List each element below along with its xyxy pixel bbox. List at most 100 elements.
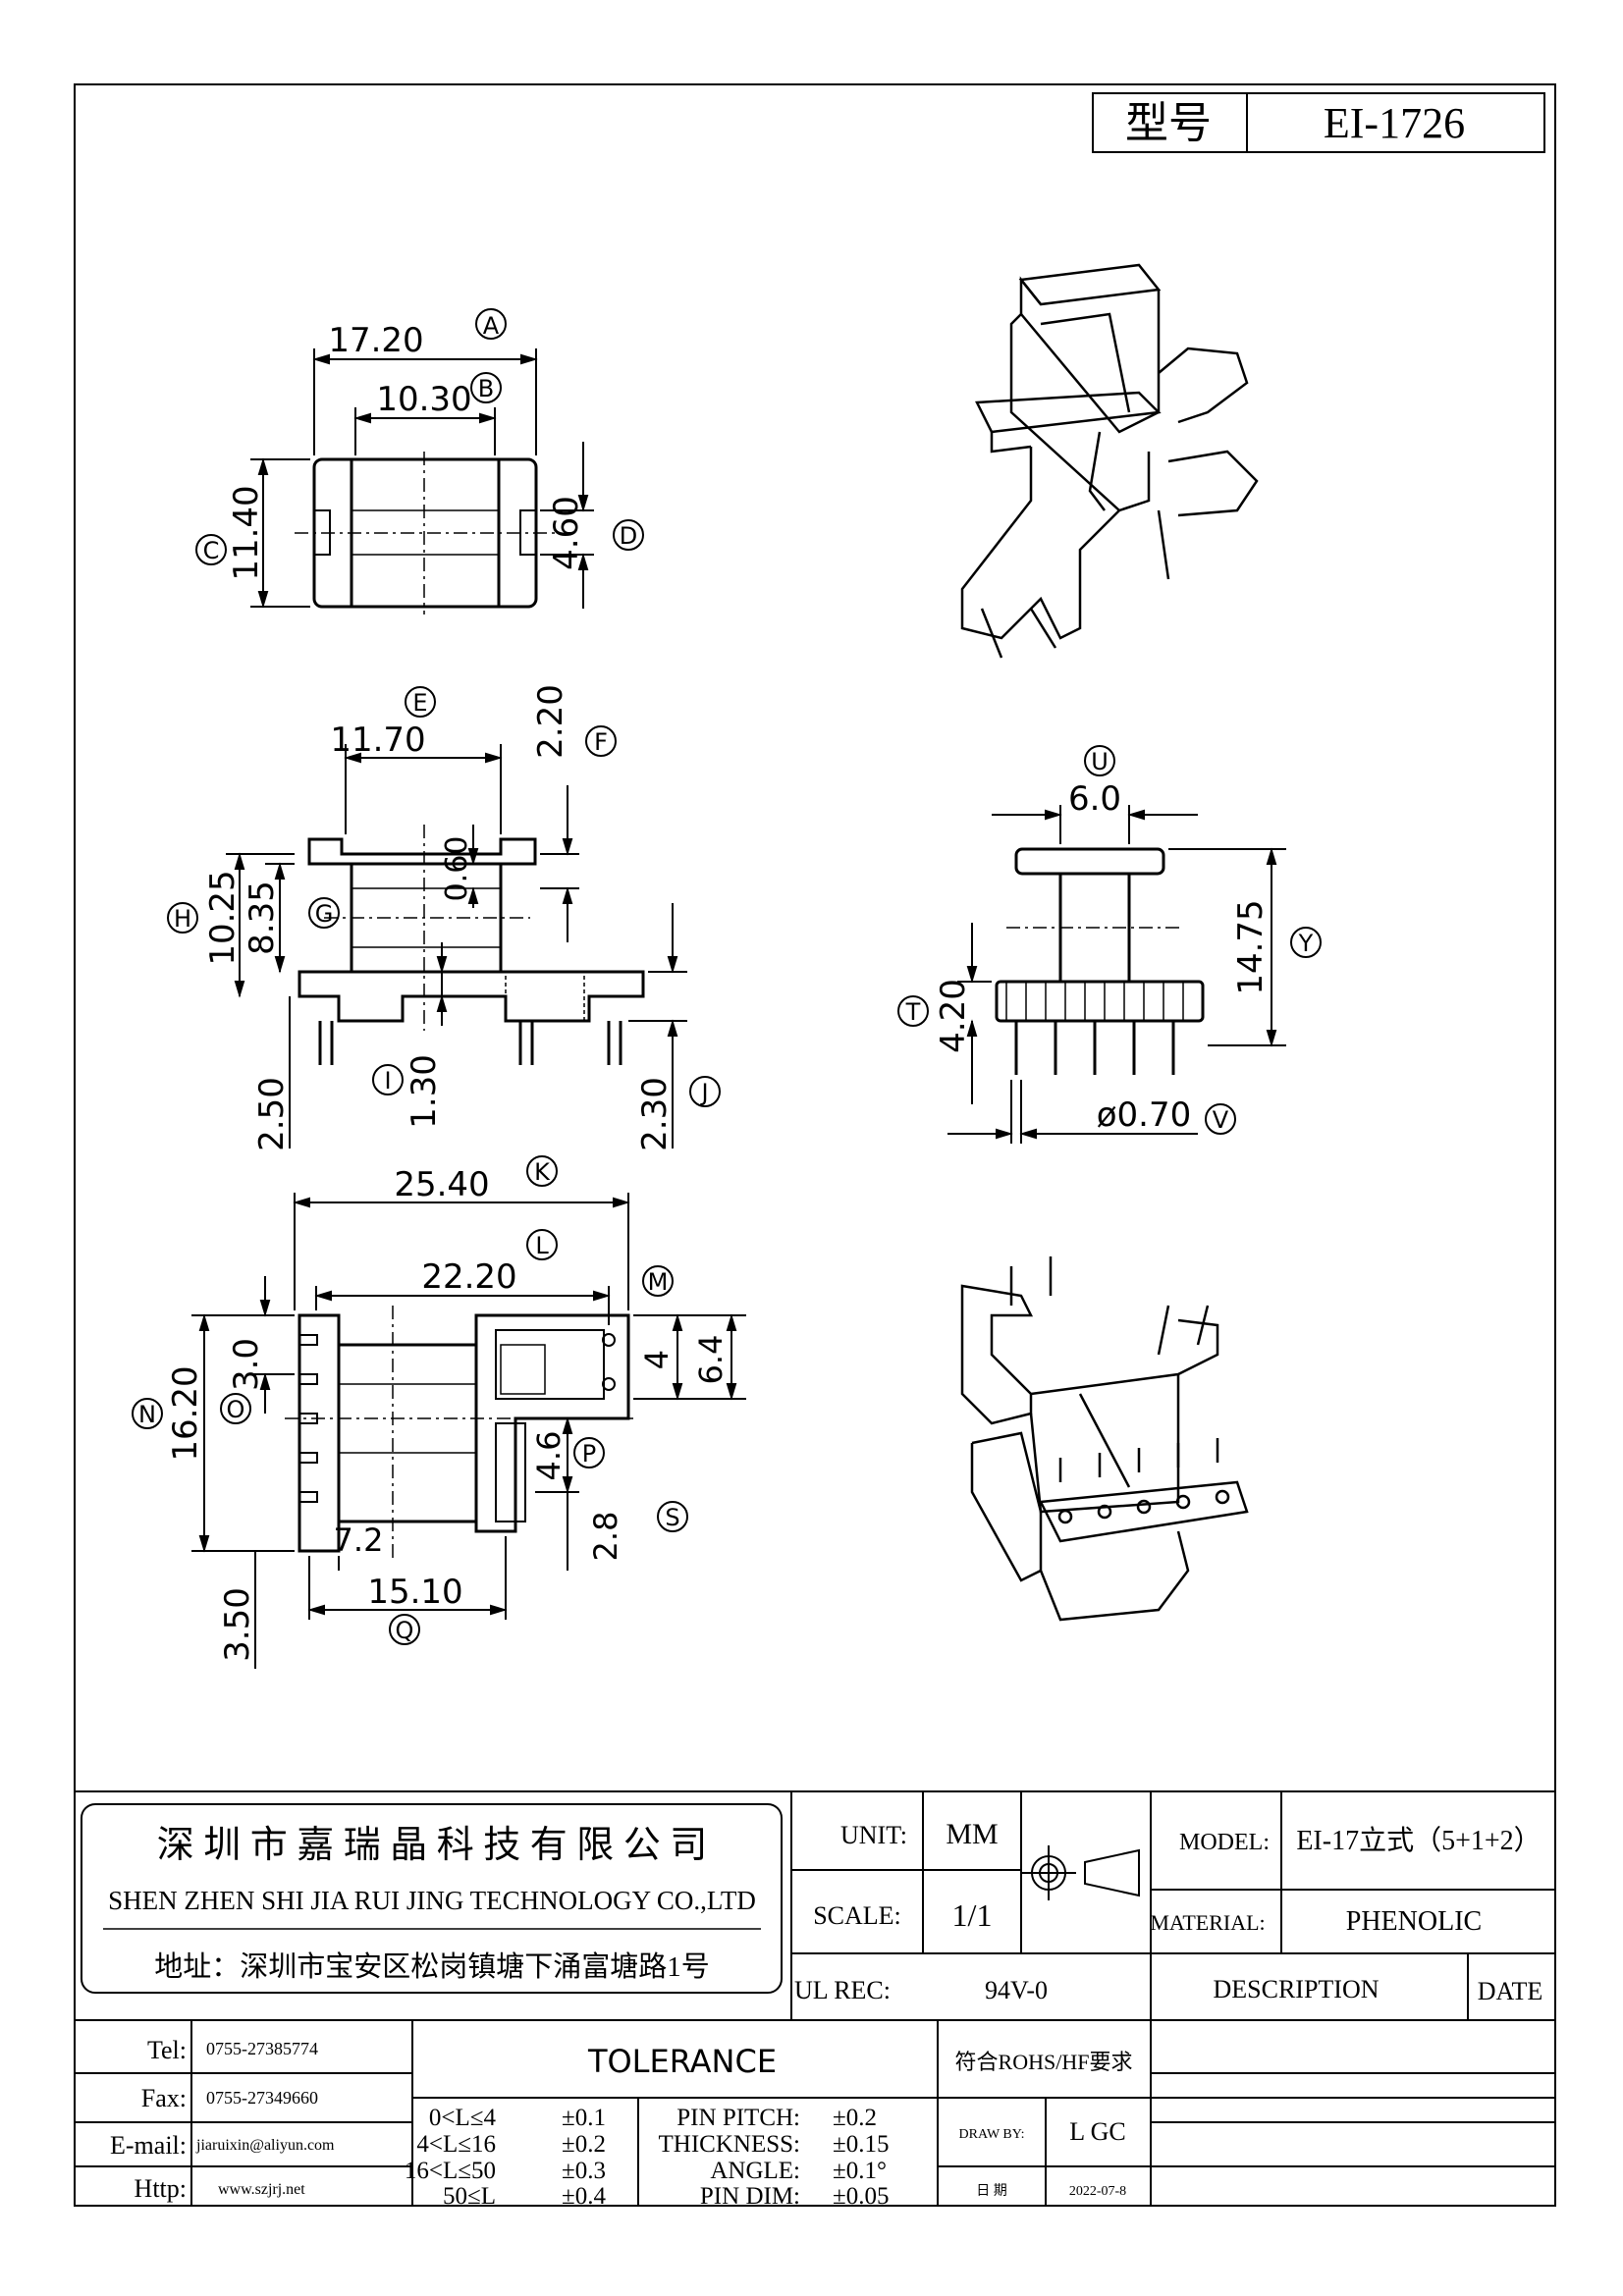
dim-k-bubble	[526, 1155, 558, 1187]
tolerance-range: 4<L≤16	[416, 2131, 496, 2158]
scale-value: 1/1	[952, 1897, 993, 1933]
front-view-dims	[226, 744, 687, 1148]
dim-c-bubble	[195, 534, 227, 565]
dim-s-bubble	[657, 1501, 688, 1532]
title-block	[75, 1790, 1555, 2206]
dim-y-bubble	[1290, 927, 1322, 958]
dim-n-letter: N	[138, 1401, 156, 1428]
dim-j2-value: 2.50	[252, 1077, 292, 1151]
bottom-view	[285, 1306, 633, 1561]
ul-value: 94V-0	[985, 1976, 1048, 2004]
email-value: jiaruixin@aliyun.com	[195, 2137, 335, 2154]
drawing-border	[74, 83, 1556, 2207]
tolerance-value: ±0.2	[562, 2131, 606, 2158]
tolerance-table: 0<L≤4 ±0.1 PIN PITCH: ±0.2 4<L≤16 ±0.2 T…	[405, 2105, 890, 2210]
dim-u-bubble	[1084, 745, 1115, 776]
dim-o-bubble	[220, 1393, 251, 1424]
dim-y-value: 14.75	[1231, 899, 1271, 994]
bottom-view-dims	[191, 1193, 746, 1669]
dim-n-value: 16.20	[166, 1365, 205, 1461]
date-column-label: DATE	[1478, 1977, 1542, 2005]
dim-e-bubble	[405, 686, 436, 718]
http-value: www.szjrj.net	[218, 2181, 305, 2198]
company-address: 地址：深圳市宝安区松岗镇塘下涌富塘路1号	[154, 1950, 710, 1983]
dim-f-value: 2.20	[531, 684, 570, 759]
dim-m-value: 4	[638, 1350, 676, 1369]
tolerance-item-value: ±0.2	[833, 2105, 877, 2131]
tolerance-item: THICKNESS:	[659, 2131, 800, 2158]
email-label: E-mail:	[110, 2131, 187, 2160]
fax-label: Fax:	[141, 2084, 187, 2112]
dim-u-letter: U	[1091, 748, 1109, 775]
dim-r2-value: 3.50	[218, 1587, 257, 1662]
model-field-value: EI-17立式（5+1+2）	[1296, 1825, 1541, 1856]
dim-f-bubble	[585, 725, 617, 757]
side-view-dims	[947, 805, 1286, 1144]
dim-p-value: 4.6	[530, 1431, 568, 1481]
dim-a-value: 17.20	[328, 321, 423, 360]
projection-symbol-icon	[1021, 1845, 1140, 1900]
company-name-cn: 深 圳 市 嘉 瑞 晶 科 技 有 限 公 司	[157, 1825, 708, 1866]
dim-j-value: 2.30	[635, 1077, 675, 1151]
draw-by-label: DRAW BY:	[959, 2127, 1025, 2142]
dim-b-value: 10.30	[376, 380, 471, 419]
tolerance-title: TOLERANCE	[587, 2043, 777, 2080]
dim-g-value: 8.35	[243, 881, 282, 955]
front-view	[298, 825, 645, 1065]
dim-f-letter: F	[594, 728, 608, 756]
draw-by-value: L GC	[1069, 2117, 1126, 2146]
draw-date-label: 日 期	[976, 2183, 1007, 2199]
company-name-en: SHEN ZHEN SHI JIA RUI JING TECHNOLOGY CO…	[108, 1886, 756, 1915]
tolerance-item-value: ±0.15	[833, 2131, 889, 2158]
unit-value: MM	[946, 1818, 998, 1850]
dim-j-bubble	[689, 1076, 721, 1107]
dim-o-value: 3.0	[227, 1338, 266, 1391]
scale-label: SCALE:	[813, 1901, 901, 1930]
dim-g2-value: 0.60	[440, 836, 474, 902]
tolerance-value: ±0.3	[562, 2158, 606, 2184]
tolerance-item: PIN DIM:	[700, 2183, 800, 2210]
model-number: EI-1726	[1324, 99, 1465, 147]
unit-label: UNIT:	[840, 1821, 907, 1849]
dim-q-value: 15.10	[367, 1573, 462, 1612]
model-field-label: MODEL:	[1179, 1830, 1270, 1855]
dim-b-bubble	[470, 372, 502, 403]
dim-v-letter: V	[1213, 1106, 1229, 1134]
tolerance-value: ±0.4	[562, 2183, 606, 2210]
dim-m-letter: M	[648, 1268, 669, 1296]
material-value: PHENOLIC	[1346, 1906, 1482, 1937]
tel-label: Tel:	[147, 2036, 187, 2064]
dim-m2-value: 6.4	[692, 1335, 730, 1385]
dim-h-value: 10.25	[203, 870, 243, 965]
dim-r-value: 7.2	[334, 1522, 384, 1559]
company-box	[81, 1803, 783, 1994]
description-label: DESCRIPTION	[1213, 1975, 1379, 2003]
dim-q-letter: Q	[396, 1617, 414, 1644]
tolerance-item: ANGLE:	[710, 2158, 800, 2184]
dim-i-bubble	[372, 1064, 404, 1095]
dim-i-letter: I	[384, 1067, 391, 1095]
rohs-compliance: 符合ROHS/HF要求	[955, 2050, 1133, 2074]
model-label: 型号	[1125, 98, 1212, 148]
top-view-dims	[250, 348, 594, 609]
dim-s-letter: S	[665, 1504, 679, 1531]
dim-t-bubble	[897, 995, 929, 1027]
dim-d-letter: D	[620, 522, 637, 550]
top-view	[295, 452, 556, 614]
http-label: Http:	[135, 2174, 187, 2203]
dim-n-bubble	[132, 1398, 163, 1429]
isometric-view-top	[960, 263, 1259, 659]
dim-l-letter: L	[535, 1232, 549, 1259]
dim-i-value: 1.30	[405, 1054, 444, 1129]
dim-y-letter: Y	[1298, 930, 1314, 957]
dim-k-value: 25.40	[394, 1165, 489, 1204]
dim-a-letter: A	[483, 312, 500, 340]
dim-g-bubble	[308, 897, 340, 929]
dim-p-letter: P	[582, 1440, 596, 1468]
dim-k-letter: K	[534, 1158, 551, 1186]
material-label: MATERIAL:	[1150, 1910, 1265, 1935]
tolerance-item-value: ±0.1°	[833, 2158, 887, 2184]
dim-l-value: 22.20	[421, 1257, 516, 1297]
draw-date-value: 2022-07-8	[1069, 2184, 1126, 2199]
